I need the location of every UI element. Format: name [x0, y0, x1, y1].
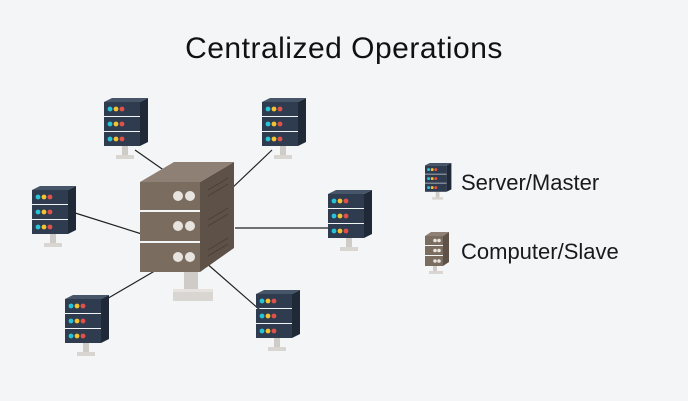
- legend-server-label: Server/Master: [461, 170, 600, 195]
- connection-lines: [71, 149, 330, 311]
- central-computer-icon: [140, 162, 234, 301]
- link-top-right: [229, 149, 273, 191]
- server-right: [328, 190, 372, 251]
- legend-computer-icon: [425, 232, 449, 274]
- server-top-right: [262, 98, 306, 159]
- server-bottom-right: [256, 290, 300, 351]
- link-left: [71, 211, 146, 236]
- diagram-title: Centralized Operations: [185, 32, 503, 65]
- server-top-left: [104, 98, 148, 159]
- server-left: [32, 186, 76, 247]
- link-bottom-right: [204, 261, 261, 311]
- legend-server-icon: [425, 163, 452, 200]
- legend-computer-label: Computer/Slave: [461, 239, 619, 264]
- server-bottom-left: [65, 295, 109, 356]
